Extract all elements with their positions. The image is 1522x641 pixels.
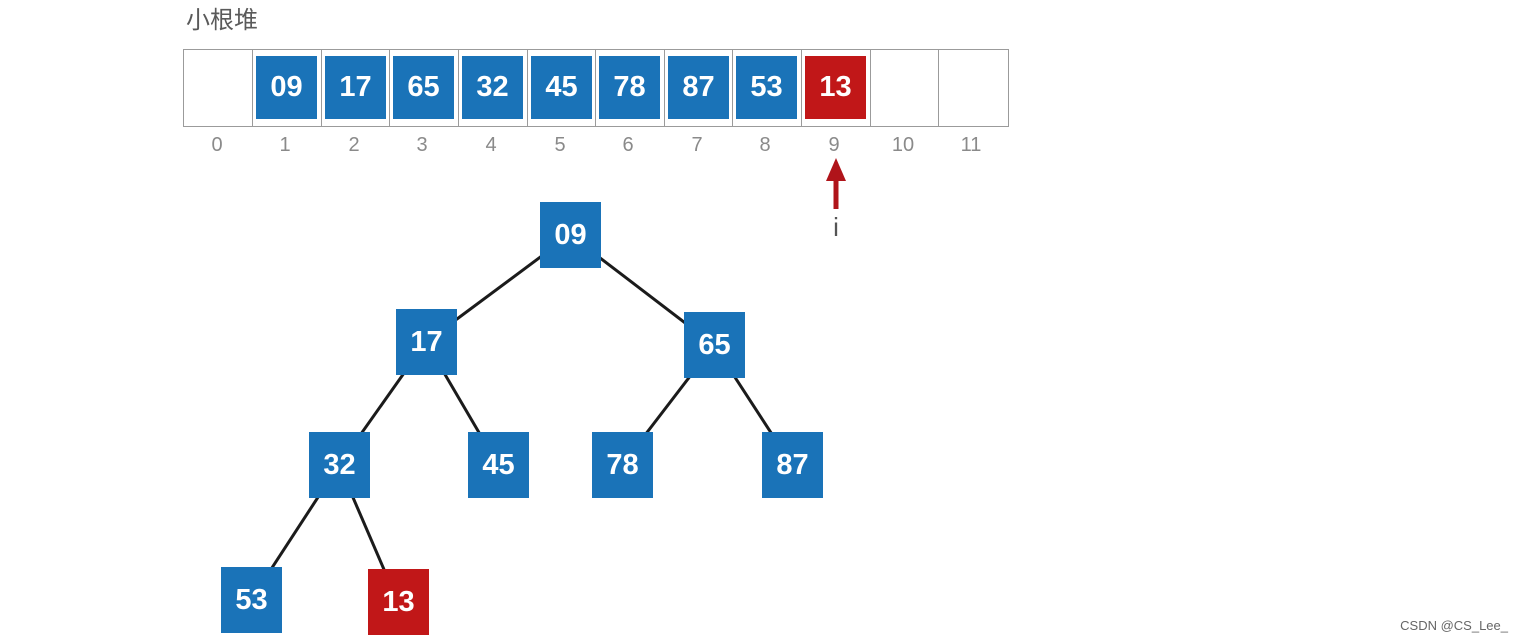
- tree-node-65: 65: [684, 312, 745, 378]
- array-index-5: 5: [554, 134, 566, 156]
- tree-node-32: 32: [309, 432, 370, 498]
- array-value-1: 09: [256, 56, 317, 119]
- array-cell-9: 13: [801, 50, 869, 126]
- array-cell-6: 78: [595, 50, 663, 126]
- array-cell-10: [870, 50, 938, 126]
- array-cell-2: 17: [321, 50, 389, 126]
- array-value-8: 53: [736, 56, 797, 119]
- array-index-6: 6: [622, 134, 634, 156]
- array-index-4: 4: [485, 134, 497, 156]
- array-index-10: 10: [891, 134, 915, 156]
- array-cell-11: [938, 50, 1006, 126]
- tree-node-17: 17: [396, 309, 457, 375]
- array-cell-8: 53: [732, 50, 800, 126]
- array-index-0: 0: [211, 134, 223, 156]
- array-index-9: 9: [828, 134, 840, 156]
- array-index-2: 2: [348, 134, 360, 156]
- array-value-5: 45: [531, 56, 592, 119]
- array-index-3: 3: [416, 134, 428, 156]
- tree-node-09: 09: [540, 202, 601, 268]
- array-index-1: 1: [279, 134, 291, 156]
- tree-node-78: 78: [592, 432, 653, 498]
- array-value-4: 32: [462, 56, 523, 119]
- tree-node-53: 53: [221, 567, 282, 633]
- array-cell-4: 32: [458, 50, 526, 126]
- array-cell-1: 09: [252, 50, 320, 126]
- array-cell-5: 45: [527, 50, 595, 126]
- pointer-label: i: [833, 212, 839, 242]
- array-value-3: 65: [393, 56, 454, 119]
- heap-array: 09 17 65 32 45 78 87 53 13: [183, 49, 1009, 127]
- diagram-title: 小根堆: [186, 6, 258, 34]
- tree-node-87: 87: [762, 432, 823, 498]
- array-index-7: 7: [691, 134, 703, 156]
- credit-text: CSDN @CS_Lee_: [1400, 618, 1508, 633]
- array-index-11: 11: [960, 134, 982, 156]
- tree-node-45: 45: [468, 432, 529, 498]
- array-value-2: 17: [325, 56, 386, 119]
- array-cell-7: 87: [664, 50, 732, 126]
- pointer-arrow-icon: [826, 158, 846, 209]
- array-index-8: 8: [759, 134, 771, 156]
- array-value-9: 13: [805, 56, 866, 119]
- array-cell-3: 65: [389, 50, 457, 126]
- array-value-6: 78: [599, 56, 660, 119]
- tree-node-13: 13: [368, 569, 429, 635]
- array-value-7: 87: [668, 56, 729, 119]
